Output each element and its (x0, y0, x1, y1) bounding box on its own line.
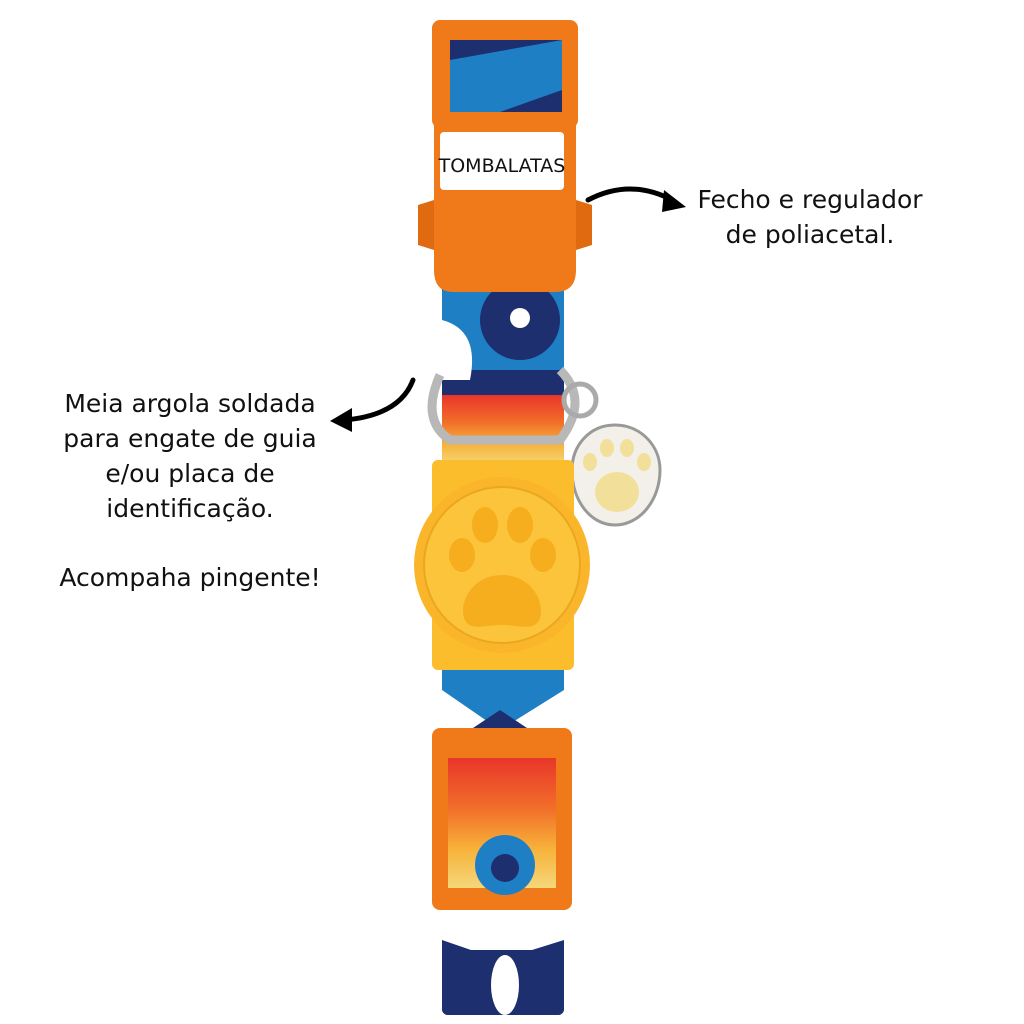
paw-pendant (561, 381, 662, 527)
d-ring (427, 366, 580, 445)
arrow-to-buckle (585, 186, 675, 203)
annotation-line: para engate de guia (63, 424, 317, 453)
annotation-line: Fecho e regulador (697, 185, 923, 214)
top-buckle: TOMBALATAS (418, 20, 592, 292)
paw-slider (414, 460, 590, 670)
brand-label (440, 132, 564, 190)
buckle-annotation: Fecho e regulador de poliacetal. (680, 182, 940, 252)
ring-annotation: Meia argola soldada para engate de guia … (40, 386, 340, 595)
annotation-line: de poliacetal. (725, 220, 895, 249)
pendant-note: Acompaha pingente! (59, 563, 321, 592)
annotation-line: Meia argola soldada (64, 389, 316, 418)
brand-logo: TOMBALATAS (438, 155, 566, 177)
annotation-line: e/ou placa de (105, 459, 275, 488)
annotation-line: identificação. (106, 494, 274, 523)
bottom-loop (432, 728, 572, 910)
arrow-to-ring (342, 377, 416, 423)
